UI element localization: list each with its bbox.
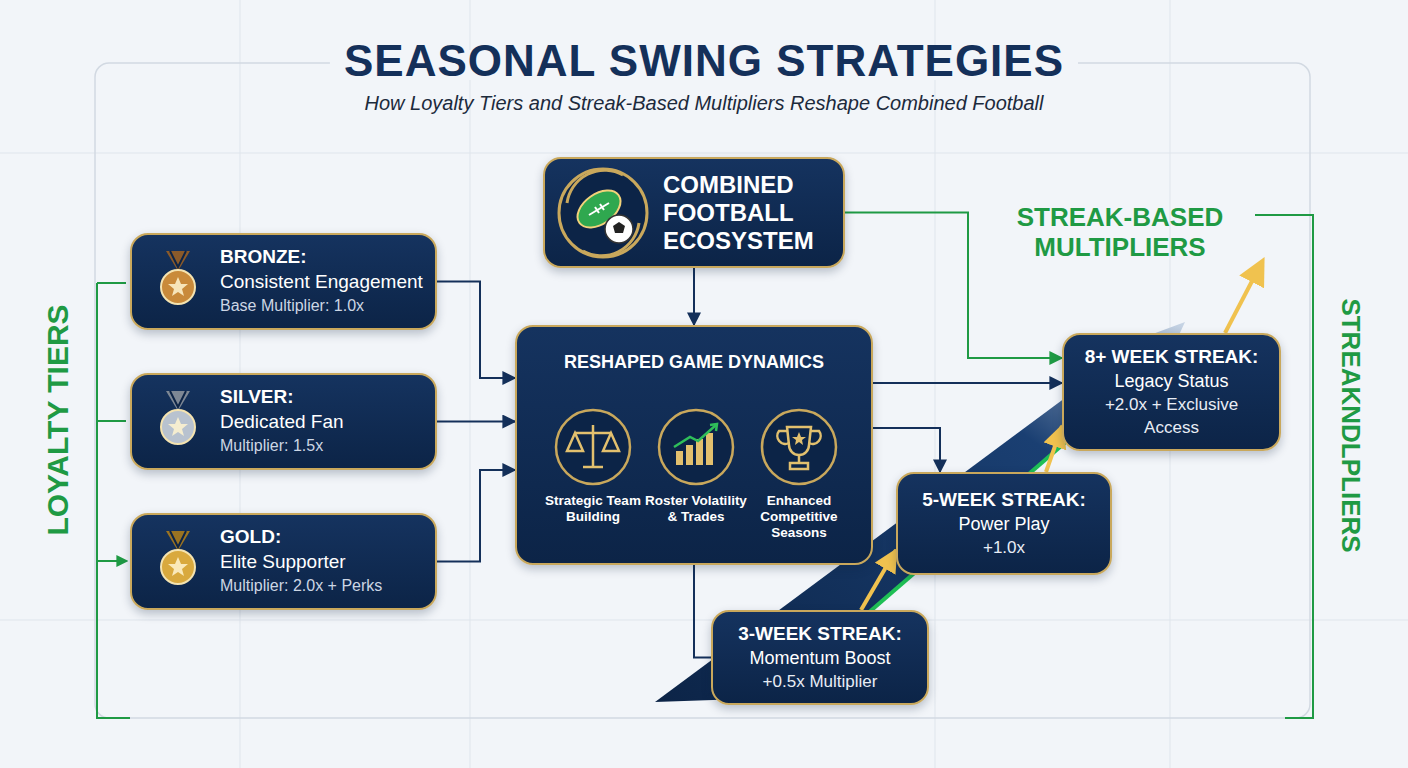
body-text: Power Play: [958, 512, 1049, 536]
connector: [694, 565, 711, 658]
heading-text: 8+ WEEK STREAK:: [1085, 345, 1259, 369]
heading-text: Enhanced Competitive Seasons: [747, 493, 851, 541]
body-text: Dedicated Fan: [220, 409, 425, 434]
node-box: 5-WEEK STREAK:Power Play+1.0x: [896, 472, 1112, 575]
connector: [437, 470, 515, 562]
node-box: GOLD:Elite SupporterMultiplier: 2.0x + P…: [130, 513, 437, 610]
streak-bracket: [1255, 215, 1313, 718]
heading-text: 5-WEEK STREAK:: [922, 488, 1086, 512]
icon: [150, 529, 206, 597]
dynamic-circle: Roster Volatility & Trades: [644, 407, 748, 525]
connector: [845, 213, 1062, 359]
title: SEASONAL SWING STRATEGIES: [0, 36, 1408, 86]
outer-frame: [95, 63, 1310, 718]
heading-text: BRONZE:: [220, 245, 425, 269]
connector: [873, 382, 1062, 384]
icon: [150, 389, 206, 457]
body-text: Base Multiplier: 1.0x: [220, 294, 425, 318]
heading-text: Strategic Team Building: [541, 493, 645, 525]
icon: [541, 407, 645, 487]
bracket-arrows: [97, 283, 126, 561]
node-box: BRONZE:Consistent EngagementBase Multipl…: [130, 233, 437, 330]
connector: [693, 268, 695, 325]
heading-text: GOLD:: [220, 525, 425, 549]
node-box: COMBINED FOOTBALL ECOSYSTEM: [543, 157, 845, 268]
body-text: Consistent Engagement: [220, 269, 425, 294]
icon: [747, 407, 851, 487]
body-text: +1.0x: [983, 536, 1025, 559]
connector: [437, 282, 515, 379]
body-text: Multiplier: 2.0x + Perks: [220, 574, 425, 598]
node-box: 8+ WEEK STREAK:Legacy Status+2.0x + Excl…: [1062, 333, 1281, 451]
subtitle: How Loyalty Tiers and Streak-Based Multi…: [0, 92, 1408, 115]
heading-text: COMBINED FOOTBALL ECOSYSTEM: [663, 171, 838, 255]
group-label: STREAK-BASED MULTIPLIERS: [1005, 202, 1235, 262]
connector: [437, 421, 515, 423]
heading-text: 3-WEEK STREAK:: [738, 622, 902, 646]
body-text: +2.0x + Exclusive Access: [1076, 393, 1267, 439]
dynamic-circle: Enhanced Competitive Seasons: [747, 407, 851, 541]
body-text: Momentum Boost: [749, 646, 890, 670]
icon: [150, 249, 206, 317]
heading-text: RESHAPED GAME DYNAMICS: [564, 351, 824, 373]
body-text: Legacy Status: [1114, 369, 1228, 393]
body-text: +0.5x Multiplier: [763, 670, 878, 693]
heading-text: Roster Volatility & Trades: [644, 493, 748, 525]
node-box: 3-WEEK STREAK:Momentum Boost+0.5x Multip…: [711, 610, 929, 705]
group-label: LOYALTY TIERS: [41, 304, 75, 535]
body-text: Elite Supporter: [220, 549, 425, 574]
group-label: STREAKNDLPLIERS: [1335, 298, 1366, 552]
node-box: SILVER:Dedicated FanMultiplier: 1.5x: [130, 373, 437, 470]
node-box: RESHAPED GAME DYNAMICS Strategic Team Bui…: [515, 325, 873, 565]
icon: [644, 407, 748, 487]
icon: [553, 163, 653, 267]
connector: [1046, 426, 1062, 472]
connector: [873, 428, 940, 472]
loyalty-bracket: [97, 283, 130, 718]
heading-text: SILVER:: [220, 385, 425, 409]
rising-arrow: [1225, 262, 1262, 333]
dynamic-circle: Strategic Team Building: [541, 407, 645, 525]
body-text: Multiplier: 1.5x: [220, 434, 425, 458]
